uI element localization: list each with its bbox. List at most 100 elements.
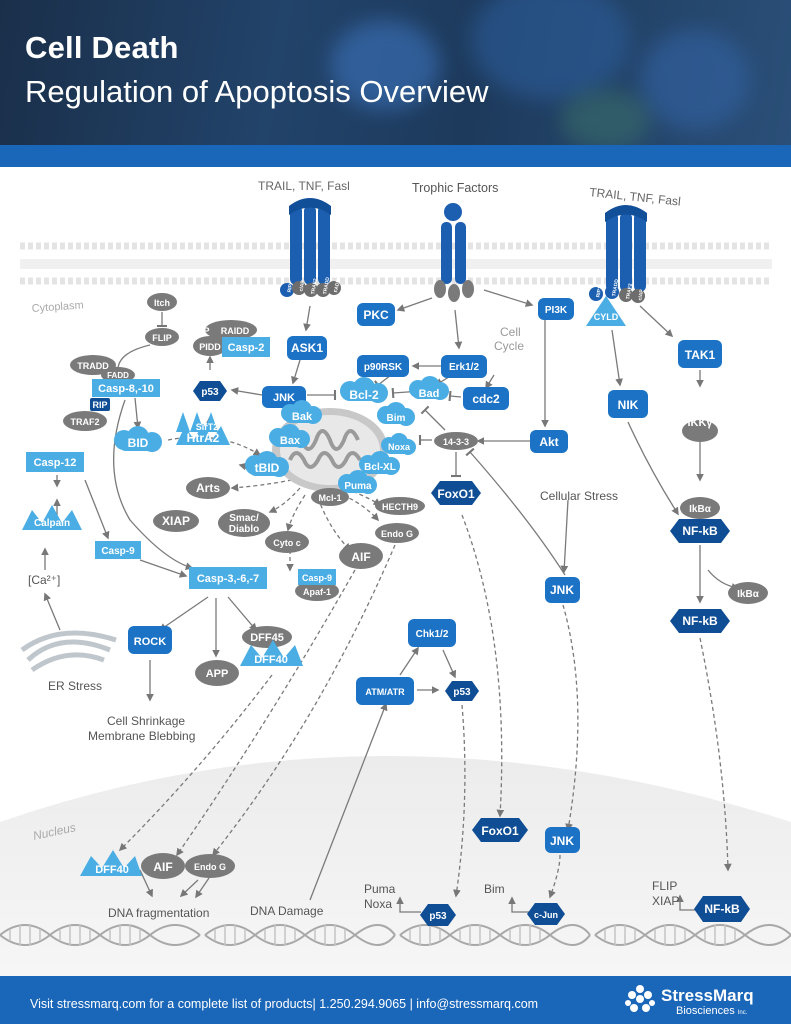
node-casp-3-6-7: Casp-3,-6,-7 [197,573,259,585]
node-mcl-1: Mcl-1 [318,493,341,503]
node-14-3-3: 14-3-3 [443,437,469,447]
node-p53-nucleus: p53 [429,911,447,922]
node-pi3k: PI3K [545,305,568,316]
cellular-stress-label: Cellular Stress [540,489,618,503]
footer-bar: Visit stressmarq.com for a complete list… [0,976,791,1024]
node-ikka: IKKα [704,397,730,409]
cell-cycle-label-1: Cell [500,325,521,339]
node-pkc: PKC [363,308,389,322]
node-casp-12: Casp-12 [34,457,77,469]
node-tak1: TAK1 [685,348,716,362]
receptor-right-ciap: cIAP [637,288,645,301]
cell-membrane [20,242,772,285]
node-bax: Bax [280,435,301,447]
header-bar [0,145,791,167]
node-sirt2: SirT2 [196,422,219,432]
dna-rungs [9,925,736,945]
noxa-label: Noxa [364,897,392,911]
page-subtitle: Regulation of Apoptosis Overview [25,74,489,109]
receptor-left-ciap: cIAP [298,279,306,292]
node-cyto-c: Cyto c [273,538,301,548]
trail-right-label: TRAIL, TNF, Fasl [589,185,682,209]
apoptosis-pathway-diagram: Cytoplasm Nucleus TRAIL, TNF, Fasl Troph… [0,179,791,976]
node-rip2: RIP [194,326,209,336]
receptor-left-fadd: FADD [333,278,341,293]
node-c-jun: c-Jun [534,910,558,920]
node-ask1: ASK1 [291,341,323,355]
node-akt: Akt [539,435,558,449]
footer-contact-text[interactable]: Visit stressmarq.com for a complete list… [30,997,539,1011]
node-flip: FLIP [152,333,172,343]
trail-left-label: TRAIL, TNF, Fasl [258,179,350,193]
er-stress-label: ER Stress [48,679,102,693]
node-hecth9: HECTH9 [382,502,418,512]
node-bcl-xl: Bcl-XL [364,462,396,473]
receptor-right-rip1: RIP1 [595,286,603,298]
node-p53: p53 [201,387,219,398]
node-tbid: tBID [255,461,280,475]
node-itch: Itch [154,298,170,308]
node-pidd: PIDD [199,342,221,352]
node-nfkb-nucleus: NF-kB [704,902,740,916]
node-tradd: TRADD [77,361,109,371]
bcl-cloud-nodes [114,376,449,494]
node-rock: ROCK [134,636,166,648]
node-foxo1: FoxO1 [437,487,475,501]
receptor-left-rip: RIP [287,283,294,293]
node-noxa: Noxa [388,442,411,452]
pathway-arrows [41,289,740,913]
node-aif: AIF [351,550,370,564]
node-casp-2: Casp-2 [228,342,265,354]
brand-inc: Inc. [737,1010,748,1016]
bim-label: Bim [484,882,505,896]
node-endo-g: Endo G [381,529,413,539]
node-calpain: Calpain [34,518,70,529]
node-jnk: JNK [273,392,295,404]
flip-label: FLIP [652,879,677,893]
receptor-right-traf2: TRAF2 [625,283,634,300]
node-xiap: XIAP [162,514,190,528]
header-banner: Cell Death Regulation of Apoptosis Overv… [0,0,791,145]
node-puma: Puma [344,481,372,492]
node-cdc2: cdc2 [472,392,500,406]
cell-shrinkage-label: Cell Shrinkage [107,714,185,728]
nucleus-region [0,756,791,976]
death-receptor-right [589,205,647,303]
node-app: APP [206,668,229,680]
node-nfkb2: NF-kB [682,614,718,628]
node-casp-9b: Casp-9 [302,573,332,583]
node-p90rsk: p90RSK [364,362,403,373]
node-arts: Arts [196,481,220,495]
brand-subtitle: Biosciences Inc. [676,1005,747,1017]
receptor-left-tradd: TRADD [322,276,331,295]
dna-damage-label: DNA Damage [250,904,324,918]
puma-label: Puma [364,882,396,896]
node-bcl-2: Bcl-2 [349,388,379,402]
node-bak: Bak [292,411,313,423]
node-endo-g-nucleus: Endo G [194,862,226,872]
membrane-blebbing-label: Membrane Blebbing [88,729,195,743]
brand-subtitle-text: Biosciences [676,1005,735,1017]
endoplasmic-reticulum [20,630,117,673]
rip-marker [90,398,110,411]
node-chk12: Chk1/2 [416,629,449,640]
node-jnk-stress: JNK [550,583,574,597]
node-nik: NIK [618,398,639,412]
node-casp-8-10: Casp-8,-10 [98,383,154,395]
cell-cycle-label-2: Cycle [494,339,524,353]
node-atm-atr: ATM/ATR [365,687,405,697]
node-bad: Bad [419,388,440,400]
dna-helices [0,924,791,946]
xiap-label: XIAP [652,894,679,908]
node-bim: Bim [387,413,406,424]
node-casp-9a: Casp-9 [101,546,135,557]
node-fadd: FADD [107,371,129,380]
brand-name: StressMarq [661,986,754,1005]
node-erk12: Erk1/2 [449,362,479,373]
node-rip: RIP [92,400,107,410]
node-cyld: CYLD [594,312,619,322]
node-ikky: IKKγ [687,417,713,429]
stressmarq-logo-icon [625,985,655,1012]
node-diablo: Diablo [229,524,260,535]
